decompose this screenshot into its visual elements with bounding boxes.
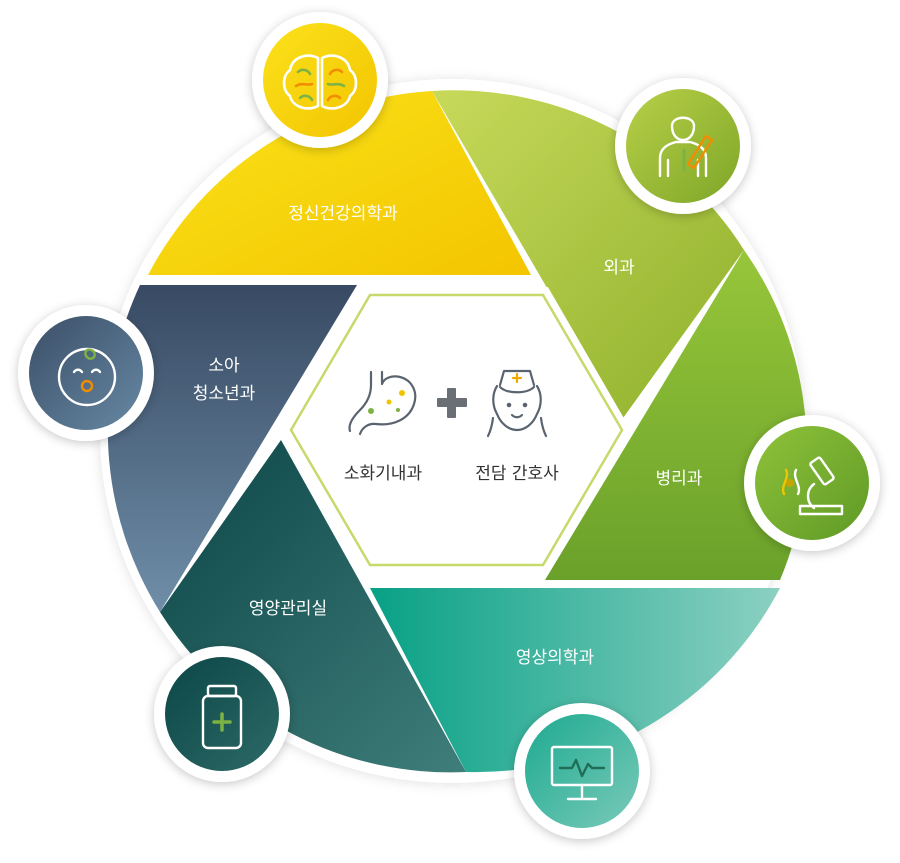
segment-label-pediatrics-line2: 청소년과 — [193, 384, 256, 404]
icon-badge-pathology[interactable] — [744, 415, 880, 551]
nurse-icon — [486, 369, 548, 438]
stomach-icon — [348, 370, 417, 436]
center-label-gastroenterology: 소화기내과 — [344, 464, 423, 484]
segment-label-surgery: 외과 — [603, 258, 635, 278]
microscope-icon — [781, 456, 844, 516]
segment-label-pathology: 병리과 — [656, 469, 703, 489]
segment-label-pediatrics-line1: 소아 — [208, 356, 240, 376]
icon-badge-pediatrics[interactable] — [18, 305, 154, 441]
segment-psychiatry[interactable] — [148, 91, 531, 275]
segment-pediatrics[interactable] — [107, 285, 357, 612]
center-hexagon-border — [289, 293, 624, 567]
icon-badge-radiology[interactable] — [514, 703, 650, 839]
segment-pathology[interactable] — [545, 250, 807, 580]
plus-icon — [437, 388, 467, 418]
segment-label-radiology: 영상의학과 — [516, 648, 595, 668]
icon-badge-nutrition[interactable] — [154, 646, 290, 782]
surgeon-icon — [658, 116, 714, 178]
icon-badge-psychiatry[interactable] — [252, 12, 388, 148]
brain-icon — [282, 54, 358, 110]
center-label-nurse: 전담 간호사 — [475, 464, 559, 484]
baby-icon — [57, 347, 117, 407]
segment-label-nutrition: 영양관리실 — [249, 599, 327, 619]
center-hexagon — [282, 287, 631, 573]
monitor-icon — [550, 745, 614, 801]
icon-badge-surgery[interactable] — [615, 78, 751, 214]
segment-label-psychiatry: 정신건강의학과 — [288, 204, 398, 224]
medicine-bottle-icon — [201, 684, 243, 750]
segment-radiology[interactable] — [370, 588, 780, 773]
